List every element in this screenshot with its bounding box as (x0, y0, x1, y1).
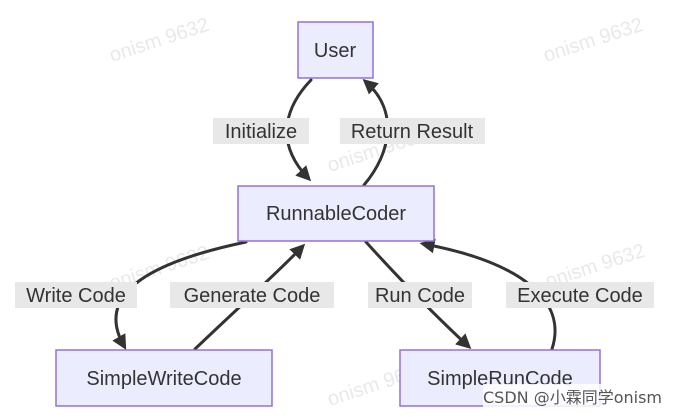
edge-label-generate-code: Generate Code (184, 285, 321, 307)
node-simple-write-code-label: SimpleWriteCode (86, 368, 241, 390)
watermark-text: onism 9632 (107, 14, 212, 67)
edge-label-execute-code: Execute Code (517, 285, 643, 307)
edge-label-run-code: Run Code (375, 285, 465, 307)
node-user-label: User (314, 40, 357, 62)
node-runnable-coder: RunnableCoder (237, 185, 435, 242)
edge-labels: Initialize Return Result Write Code Gene… (15, 118, 654, 308)
edge-label-initialize: Initialize (225, 121, 297, 143)
edge-label-return-result: Return Result (351, 121, 474, 143)
node-simple-write-code: SimpleWriteCode (55, 349, 273, 407)
node-runnable-coder-label: RunnableCoder (266, 203, 406, 225)
credit-watermark: CSDN @小霖同学onism (482, 384, 662, 408)
edge-label-write-code: Write Code (26, 285, 126, 307)
watermark-text: onism 9632 (541, 14, 646, 67)
edge-write-code (112, 240, 248, 350)
node-user: User (297, 21, 374, 79)
